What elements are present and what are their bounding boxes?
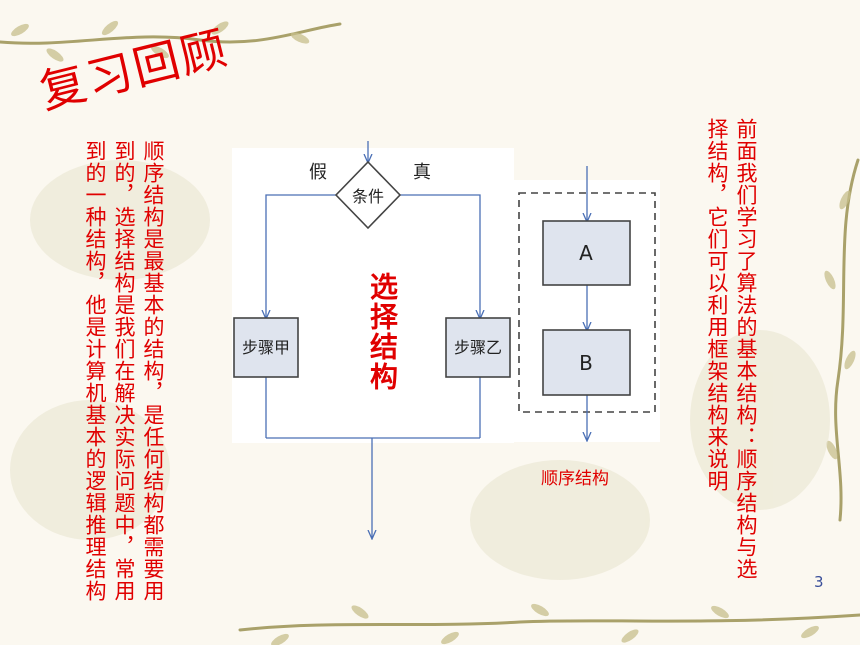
box-b [542,329,631,396]
condition-label: 条件 [352,187,384,206]
step-left-label: 步骤甲 [242,338,290,357]
box-a-label: A [579,241,593,265]
selection-structure [266,141,480,538]
selection-structure-label: 选择结构 [366,272,399,392]
true-label: 真 [413,162,431,183]
step-right-label: 步骤乙 [454,338,502,357]
false-label: 假 [309,162,327,183]
left-note: 顺序结构是最基本的结构，是任何结构都需要用到的，选择结构是我们在解决实际问题中，… [83,140,165,602]
right-note: 前面我们学习了算法的基本结构：顺序结构与选择结构，它们可以利用框架结构来说明 [705,118,758,580]
box-b-label: B [579,351,593,375]
condition-diamond [334,160,402,230]
step-right-box [445,317,511,378]
box-a [542,220,631,286]
step-left-box [233,317,299,378]
page-number: 3 [814,573,824,591]
sequence-caption: 顺序结构 [541,469,609,489]
